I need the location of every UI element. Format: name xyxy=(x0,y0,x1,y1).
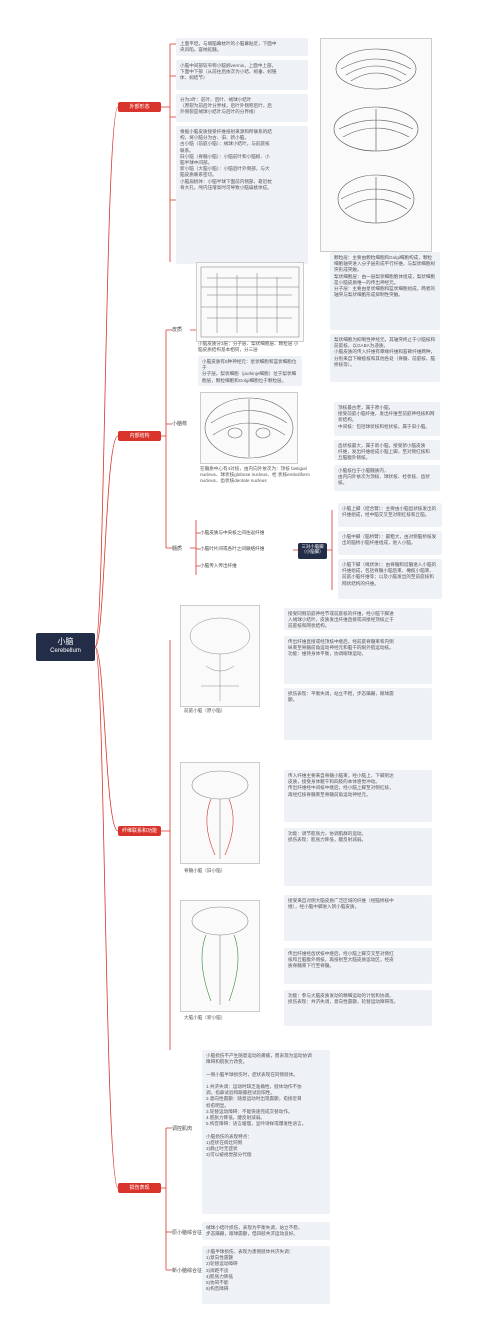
lesion-text-2: 绒球小结叶损伤，表现为平衡失调，站立不稳， 步态蹒跚，眼球震颤，但四肢共济运动良… xyxy=(202,1222,330,1240)
medulla-detail-1: 小脑上脚（结合臂）：主要由小脑齿状核发出的纤维组成，经中脑交叉至对侧红核和丘脑。 xyxy=(338,503,442,527)
medulla-detail-2: 小脑中脚（脑桥臂）：最粗大，由对侧脑桥核发出的脑桥小脑纤维组成，进入小脑。 xyxy=(338,531,442,555)
cortex-layers-illustration xyxy=(196,262,304,342)
nuclei-caption: 在髓质中心有4对核，由内向外依次为：顶核 fastigial nucleus、球… xyxy=(200,466,310,483)
nuclei-detail-2: 齿状核最大，属于新小脑，接受新小脑皮质 纤维，发出纤维组成小脑上脚，至对侧红核和… xyxy=(334,440,440,460)
purkinje-caption: 小脑皮质有5种神经元：星状细胞和篮状细胞位于 分子层，梨状细胞（purkinje… xyxy=(198,356,302,386)
pathway-caption-3: 大脑小脑（新小脑） xyxy=(184,1015,226,1020)
section-lesions[interactable]: 损伤表现 xyxy=(118,1183,161,1193)
lesion-text-3: 小脑半球损伤，表现为患侧肢体共济失调： 1)意向性震颤 2)轮替运动障碍 3)辨… xyxy=(202,1246,330,1304)
inner-medulla-label[interactable]: 髓质 xyxy=(172,546,183,552)
outer-note-2: 小脑中间部较窄称小脑蚓vermis，上面中上部， 下面中下部（从前往后依次为小结… xyxy=(176,60,308,90)
pathway2-text-a: 传入纤维主要来自脊髓小脑束，经小脑上、下脚到达 皮质，接受身体躯干和四肢的本体感… xyxy=(284,770,432,822)
section-inner[interactable]: 内部结构 xyxy=(118,431,161,441)
medulla-item-2: 小脑叶片间或各叶之间联络纤维 xyxy=(200,546,265,551)
peduncles-pill[interactable]: 三对小脑脚 （小脑脚） xyxy=(298,543,327,559)
cortex-caption: 小脑皮质分3层：分子层、梨状细胞层、颗粒层 小脑皮质结构基本相同，分三层 xyxy=(198,341,299,352)
lesion-text-1: 小脑损伤不产生随意运动的瘫痪，而表现为运动协调 障碍和肌张力改变。 一侧小脑半球… xyxy=(202,1050,330,1214)
outer-note-1: 上面平坦，与端脑幕枕叶的小脑幕贴近，下面中 央凹陷，容纳延髓。 xyxy=(176,38,308,56)
pathway1-text-b: 传出纤维直接或经顶核中继后，经前庭脊髓束和内侧 纵束至脊髓前角运动神经元和脑干的… xyxy=(284,636,432,684)
pathway-caption-2: 脊髓小脑（旧小脑） xyxy=(184,868,226,873)
pathway3-text-a: 接受来自对侧大脑皮质广泛区域的纤维（经脑桥核中 继），经小脑中脚进入新小脑皮质。 xyxy=(284,895,432,941)
cortex-detail-1: 颗粒层：主要由颗粒细胞和Golgi细胞构成，颗粒细胞轴突进入分子层形成平行纤维，… xyxy=(330,252,440,330)
inner-cortex-label[interactable]: 皮质 xyxy=(172,327,183,333)
section-pathways[interactable]: 纤维联系和功能 xyxy=(118,826,161,836)
outer-note-3: 分为3叶：前叶、后叶、绒球小结叶 （原裂为前后叶分界线，后叶外侧称后叶，后 外侧… xyxy=(176,94,308,122)
pathway2-text-b: 功能：调节肌张力，协调肌群的运动。 损伤表现：肌张力降低，腱反射减弱。 xyxy=(284,828,432,886)
lesion-label-2[interactable]: 原小脑综合征 xyxy=(172,1230,203,1236)
pathway3-text-b: 传出纤维经齿状核中继后，经小脑上脚交叉至对侧红 核和丘脑腹外侧核，再投射至大脑皮… xyxy=(284,948,432,984)
vestibulocerebellum-illustration xyxy=(180,605,260,707)
cerebellar-nuclei-illustration xyxy=(200,392,298,464)
root-title: 小脑 xyxy=(57,637,74,646)
pathway-caption-1: 前庭小脑（原小脑） xyxy=(184,708,226,713)
cerebrocerebellum-illustration xyxy=(180,900,260,1012)
pathway1-text-c: 损伤表现：平衡失调，站立不稳，步态蹒跚，眼球震 颤。 xyxy=(284,688,432,740)
nuclei-detail-1: 顶核最古老，属于原小脑， 接受前庭小脑纤维，发出纤维至前庭神经核和网 状结构。 … xyxy=(334,402,440,436)
outer-note-4: 根据小脑皮质接受纤维投射来源和所联系的结 构，将小脑分为古、旧、新小脑。 古小脑… xyxy=(176,126,308,264)
spinocerebellum-illustration xyxy=(180,762,260,864)
section-outer[interactable]: 外部形态 xyxy=(118,102,161,112)
cortex-detail-2: 梨状细胞为抑制性神经元，其轴突终止于小脑核和前庭核，以GABA为递质。 小脑皮质… xyxy=(330,334,440,382)
pathway1-text-a: 接受同侧前庭神经节或前庭核的纤维，经小脑下脚进 入绒球小结叶，皮质发出纤维直接或… xyxy=(284,608,432,630)
lesion-label-3[interactable]: 新小脑综合征 xyxy=(172,1268,203,1274)
root-node[interactable]: 小脑 Cerebellum xyxy=(36,633,95,661)
medulla-item-3: 小脑传入传出纤维 xyxy=(200,563,237,568)
cerebellum-outer-illustration xyxy=(320,38,432,252)
nuclei-detail-3: 小脑核位于小脑髓质内， 由内向外依次为顶核、球状核、栓状核、齿状核。 xyxy=(334,465,440,491)
medulla-item-1: 小脑皮质与中央核之间往返纤维 xyxy=(200,530,265,535)
pathway3-text-c: 功能：参与大脑皮质发动的精细运动的计划和协调。 损伤表现：共济失调，意向性震颤，… xyxy=(284,990,432,1026)
inner-nuclei-label[interactable]: 小脑核 xyxy=(172,421,188,427)
medulla-detail-3: 小脑下脚（绳状体）：由脊髓和延髓进入小脑的纤维组成，包括脊髓小脑后束、橄榄小脑束… xyxy=(338,559,442,599)
lesion-label-1[interactable]: 调控肌肉 xyxy=(172,1126,193,1132)
root-subtitle: Cerebellum xyxy=(50,648,81,654)
